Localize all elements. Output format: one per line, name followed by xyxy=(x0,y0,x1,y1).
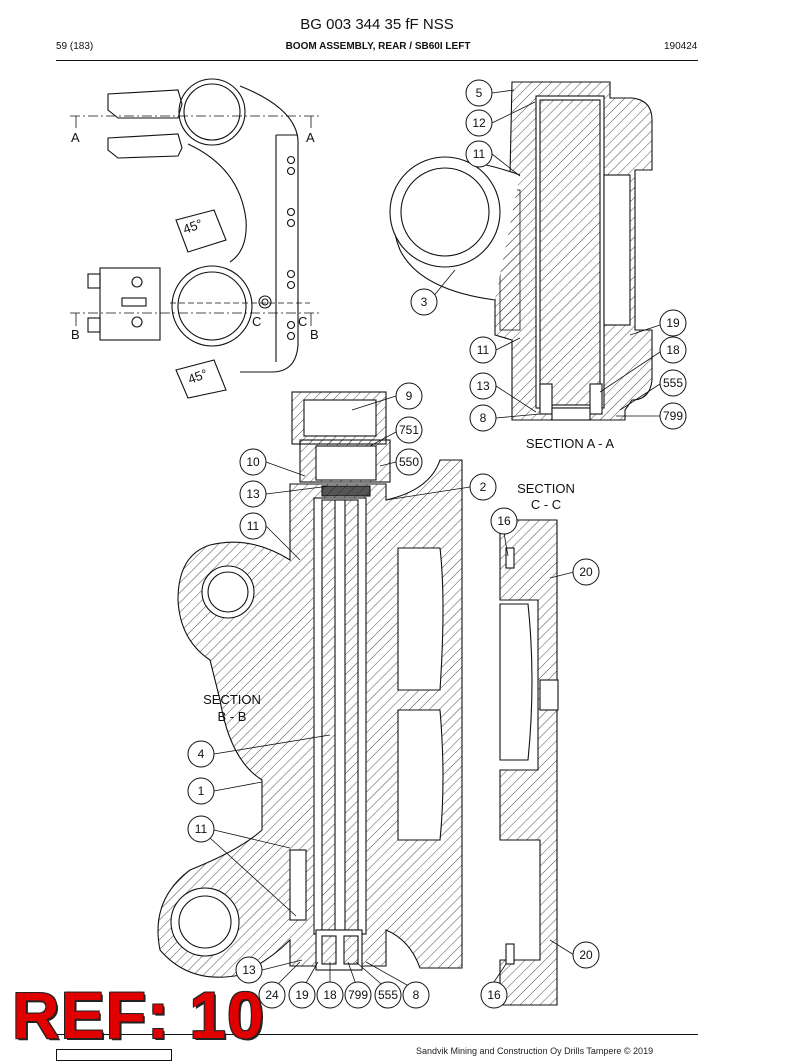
svg-text:12: 12 xyxy=(472,116,486,130)
svg-text:4: 4 xyxy=(198,747,205,761)
svg-text:19: 19 xyxy=(295,988,309,1002)
document-number: BG 003 344 35 fF NSS xyxy=(300,16,454,33)
revision-date: 190424 xyxy=(664,41,698,52)
svg-text:13: 13 xyxy=(242,963,256,977)
callout-16: 16 xyxy=(480,981,508,1009)
svg-text:16: 16 xyxy=(487,988,501,1002)
header-divider xyxy=(56,60,698,61)
svg-text:13: 13 xyxy=(476,379,490,393)
svg-text:10: 10 xyxy=(246,455,260,469)
svg-text:20: 20 xyxy=(579,948,593,962)
svg-text:11: 11 xyxy=(247,519,260,533)
exterior-view xyxy=(87,78,299,399)
section-aa-drawing xyxy=(389,81,653,421)
callout-555: 555 xyxy=(659,369,687,397)
section-cc-label-line2: C - C xyxy=(531,497,561,512)
callout-18: 18 xyxy=(316,981,344,1009)
callout-19: 19 xyxy=(288,981,316,1009)
section-lines xyxy=(70,115,320,326)
angle-label-lower: 45° xyxy=(186,366,210,387)
section-mark-a-left: A xyxy=(71,130,80,145)
svg-text:2: 2 xyxy=(480,480,487,494)
callout-19: 19 xyxy=(659,309,687,337)
svg-text:9: 9 xyxy=(406,389,413,403)
callout-16: 16 xyxy=(490,507,518,535)
callout-24: 24 xyxy=(258,981,286,1009)
svg-text:16: 16 xyxy=(497,514,511,528)
section-mark-b-left: B xyxy=(71,327,80,342)
callout-11: 11 xyxy=(239,512,267,540)
callout-3: 3 xyxy=(410,288,438,316)
callout-11: 11 xyxy=(187,815,215,843)
callout-12: 12 xyxy=(465,109,493,137)
svg-text:1: 1 xyxy=(198,784,205,798)
callout-13: 13 xyxy=(235,956,263,984)
callout-751: 751 xyxy=(395,416,423,444)
callout-18: 18 xyxy=(659,336,687,364)
svg-text:799: 799 xyxy=(663,409,683,423)
svg-text:20: 20 xyxy=(579,565,593,579)
svg-text:3: 3 xyxy=(421,295,428,309)
svg-text:11: 11 xyxy=(195,822,208,836)
svg-text:19: 19 xyxy=(666,316,680,330)
section-mark-a-right: A xyxy=(306,130,315,145)
callout-799: 799 xyxy=(344,981,372,1009)
svg-text:13: 13 xyxy=(246,487,260,501)
callout-20: 20 xyxy=(572,558,600,586)
callout-2: 2 xyxy=(469,473,497,501)
callout-11: 11 xyxy=(469,336,497,364)
svg-text:5: 5 xyxy=(476,86,483,100)
page-number: 59 (183) xyxy=(56,41,94,52)
callout-13: 13 xyxy=(469,372,497,400)
footer-divider xyxy=(56,1034,698,1035)
svg-text:18: 18 xyxy=(323,988,337,1002)
callout-9: 9 xyxy=(395,382,423,410)
section-bb-label-line1: SECTION xyxy=(203,692,261,707)
section-mark-c-left: C xyxy=(252,314,261,329)
svg-text:555: 555 xyxy=(378,988,398,1002)
svg-text:555: 555 xyxy=(663,376,683,390)
callout-1: 1 xyxy=(187,777,215,805)
callout-4: 4 xyxy=(187,740,215,768)
svg-text:8: 8 xyxy=(413,988,420,1002)
svg-text:24: 24 xyxy=(265,988,279,1002)
section-bb-drawing xyxy=(157,391,463,978)
svg-text:8: 8 xyxy=(480,411,487,425)
callout-5: 5 xyxy=(465,79,493,107)
svg-text:11: 11 xyxy=(477,343,490,357)
callout-10: 10 xyxy=(239,448,267,476)
section-mark-b-right: B xyxy=(310,327,319,342)
section-aa-label: SECTION A - A xyxy=(526,436,614,451)
copyright-notice: Sandvik Mining and Construction Oy Drill… xyxy=(416,1046,654,1056)
page-title: BOOM ASSEMBLY, REAR / SB60I LEFT xyxy=(285,41,471,52)
svg-text:11: 11 xyxy=(473,147,486,161)
section-mark-c-right: C xyxy=(298,314,307,329)
callout-555: 555 xyxy=(374,981,402,1009)
angle-label-upper: 45° xyxy=(181,216,205,237)
callout-8: 8 xyxy=(469,404,497,432)
callout-11: 11 xyxy=(465,140,493,168)
callout-799: 799 xyxy=(659,402,687,430)
callout-13: 13 xyxy=(239,480,267,508)
leader-lines xyxy=(209,89,661,991)
svg-text:550: 550 xyxy=(399,455,419,469)
callout-550: 550 xyxy=(395,448,423,476)
section-bb-label-line2: B - B xyxy=(218,709,247,724)
svg-text:799: 799 xyxy=(348,988,368,1002)
reference-stamp: REF: 10 xyxy=(12,978,265,1052)
svg-text:751: 751 xyxy=(399,423,419,437)
svg-text:18: 18 xyxy=(666,343,680,357)
callout-8: 8 xyxy=(402,981,430,1009)
section-cc-drawing xyxy=(499,519,559,1006)
callout-20: 20 xyxy=(572,941,600,969)
section-cc-label-line1: SECTION xyxy=(517,481,575,496)
